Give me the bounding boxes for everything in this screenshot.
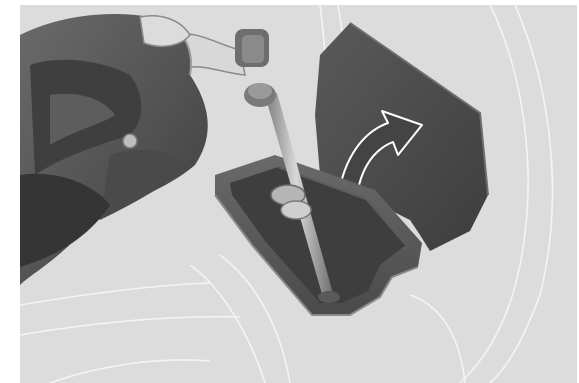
dipstick-illustration (20, 5, 577, 383)
